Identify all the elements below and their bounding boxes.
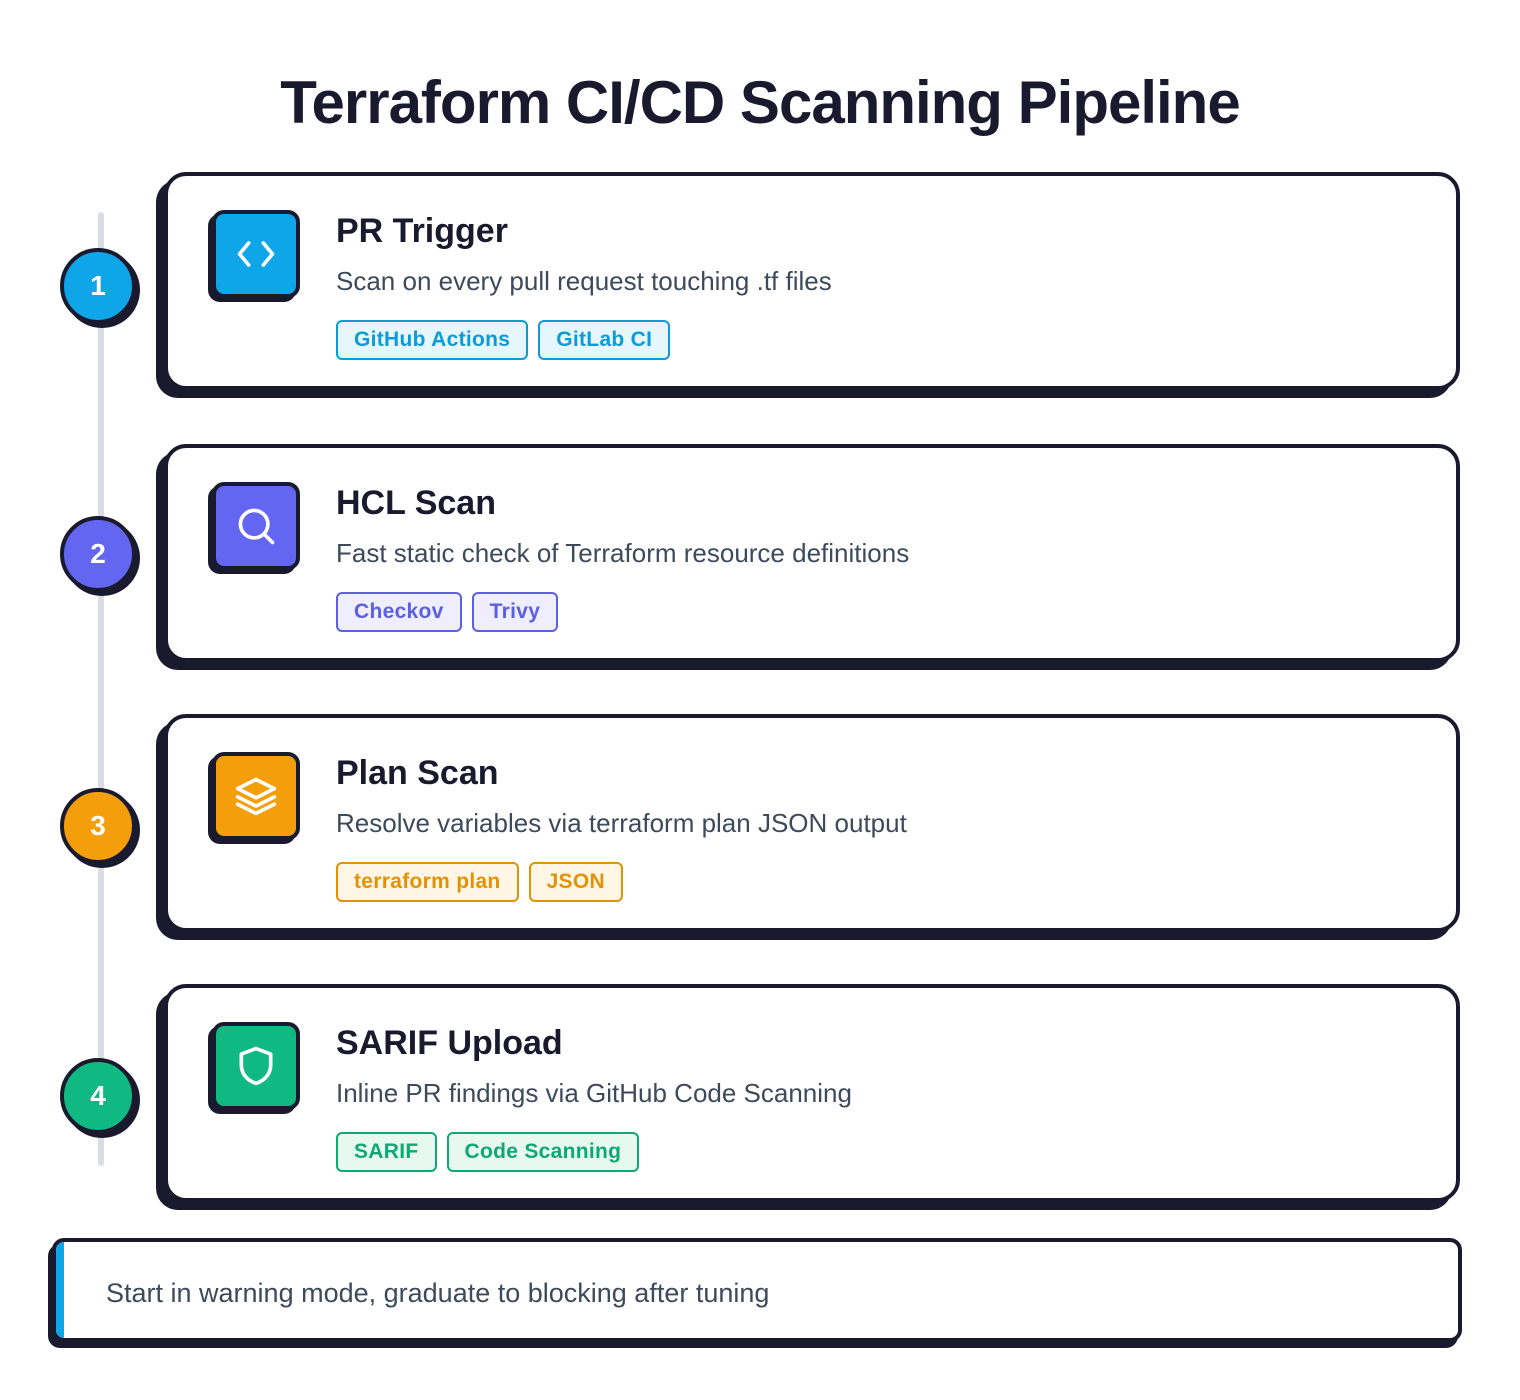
step-title: SARIF Upload (336, 1024, 563, 1062)
step-number-badge: 4 (60, 1058, 136, 1134)
tag-list: GitHub Actions GitLab CI (336, 320, 671, 360)
tag-json: JSON (528, 862, 623, 902)
tag-code-scanning: Code Scanning (446, 1132, 640, 1172)
step-title: HCL Scan (336, 484, 496, 522)
step-description: Fast static check of Terraform resource … (336, 538, 910, 568)
step-card: HCL Scan Fast static check of Terraform … (164, 444, 1460, 662)
shield-icon (212, 1022, 300, 1110)
step-description: Scan on every pull request touching .tf … (336, 266, 832, 296)
tag-gitlab-ci: GitLab CI (538, 320, 671, 360)
step-number-badge: 3 (60, 788, 136, 864)
step-card: PR Trigger Scan on every pull request to… (164, 172, 1460, 390)
tip-callout: Start in warning mode, graduate to block… (52, 1238, 1462, 1342)
pipeline-step-pr-trigger: 1 PR Trigger Scan on every pull request … (0, 172, 1520, 398)
step-title: Plan Scan (336, 754, 499, 792)
tag-list: terraform plan JSON (336, 862, 623, 902)
tag-trivy: Trivy (471, 592, 559, 632)
pipeline-step-sarif-upload: 4 SARIF Upload Inline PR findings via Gi… (0, 984, 1520, 1210)
tag-list: Checkov Trivy (336, 592, 559, 632)
timeline-rail (98, 212, 104, 1166)
tag-terraform-plan: terraform plan (336, 862, 519, 902)
callout-accent-bar (56, 1242, 64, 1338)
page-title: Terraform CI/CD Scanning Pipeline (280, 69, 1240, 136)
step-title: PR Trigger (336, 212, 508, 250)
tag-checkov: Checkov (336, 592, 462, 632)
tag-github-actions: GitHub Actions (336, 320, 529, 360)
code-icon (212, 210, 300, 298)
search-icon (212, 482, 300, 570)
tip-text: Start in warning mode, graduate to block… (106, 1278, 770, 1308)
step-card: Plan Scan Resolve variables via terrafor… (164, 714, 1460, 932)
step-description: Inline PR findings via GitHub Code Scann… (336, 1078, 852, 1108)
step-card: SARIF Upload Inline PR findings via GitH… (164, 984, 1460, 1202)
step-number-badge: 1 (60, 248, 136, 324)
pipeline-step-plan-scan: 3 Plan Scan Resolve variables via terraf… (0, 714, 1520, 940)
step-number-badge: 2 (60, 516, 136, 592)
pipeline-step-hcl-scan: 2 HCL Scan Fast static check of Terrafor… (0, 444, 1520, 670)
tag-list: SARIF Code Scanning (336, 1132, 640, 1172)
step-description: Resolve variables via terraform plan JSO… (336, 808, 907, 838)
layers-icon (212, 752, 300, 840)
tag-sarif: SARIF (336, 1132, 437, 1172)
